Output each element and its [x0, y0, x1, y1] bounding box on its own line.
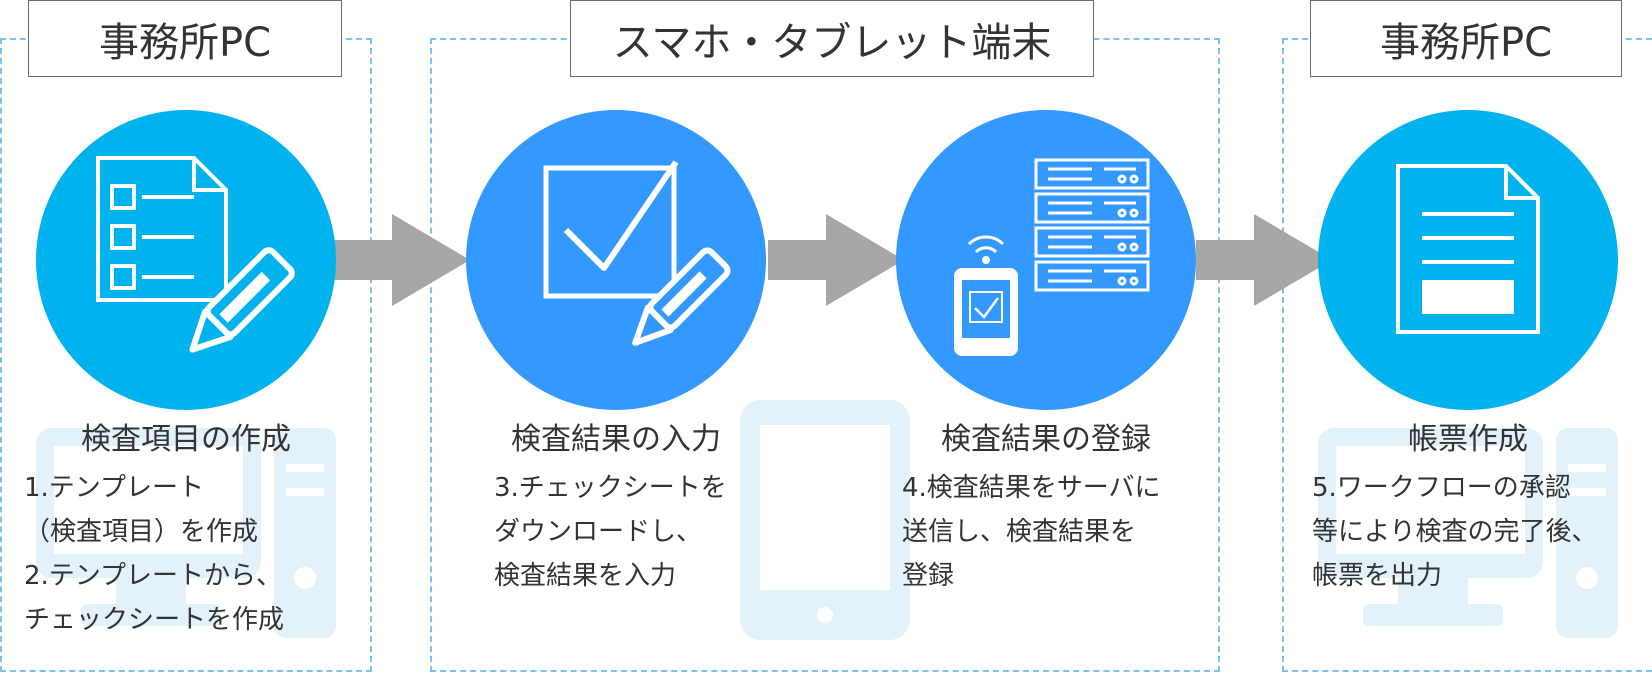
description-line: 3.チェックシートを [494, 473, 727, 503]
document-icon [1396, 164, 1540, 334]
background-pc-icon-right [1318, 428, 1618, 638]
step-4-description: 5.ワークフローの承認 等により検査の完了後、 帳票を出力 [1312, 466, 1597, 598]
description-line: 等により検査の完了後、 [1312, 517, 1598, 547]
step-4-circle [1318, 110, 1618, 410]
description-line: 5.ワークフローの承認 [1312, 473, 1571, 503]
flow-arrow-2 [768, 214, 904, 306]
background-pc-icon [36, 428, 336, 638]
flow-arrow-1 [334, 214, 470, 306]
description-line: 1.テンプレート [24, 473, 205, 503]
description-line: ダウンロードし、 [494, 517, 703, 547]
description-line: チェックシートを作成 [24, 605, 285, 635]
checkbox-edit-icon [543, 160, 731, 346]
header-office-pc-right: 事務所PC [1310, 0, 1622, 77]
background-tablet-icon [740, 400, 910, 640]
step-1-title: 検査項目の作成 [81, 422, 291, 457]
step-3-circle [896, 110, 1196, 410]
tablet-server-icon [954, 158, 1150, 356]
step-2-title: 検査結果の入力 [511, 422, 721, 457]
checklist-edit-icon [96, 156, 295, 353]
description-line: 2.テンプレートから、 [24, 561, 283, 591]
step-3-title: 検査結果の登録 [941, 422, 1151, 457]
description-line: 帳票を出力 [1312, 561, 1443, 591]
step-4-title: 帳票作成 [1408, 422, 1528, 457]
header-mobile-tablet: スマホ・タブレット端末 [570, 0, 1094, 77]
step-1-description: 1.テンプレート （検査項目）を作成 2.テンプレートから、 チェックシートを作… [24, 466, 284, 642]
description-line: 4.検査結果をサーバに [902, 473, 1161, 503]
description-line: 検査結果を入力 [494, 561, 677, 591]
step-2-circle [466, 110, 766, 410]
description-line: 送信し、検査結果を [902, 517, 1137, 547]
flow-arrow-3 [1196, 214, 1332, 306]
description-line: 登録 [902, 561, 955, 591]
header-office-pc-left: 事務所PC [28, 0, 342, 77]
step-2-description: 3.チェックシートを ダウンロードし、 検査結果を入力 [494, 466, 727, 598]
description-line: （検査項目）を作成 [24, 517, 259, 547]
step-1-circle [36, 110, 336, 410]
step-3-description: 4.検査結果をサーバに 送信し、検査結果を 登録 [902, 466, 1161, 598]
